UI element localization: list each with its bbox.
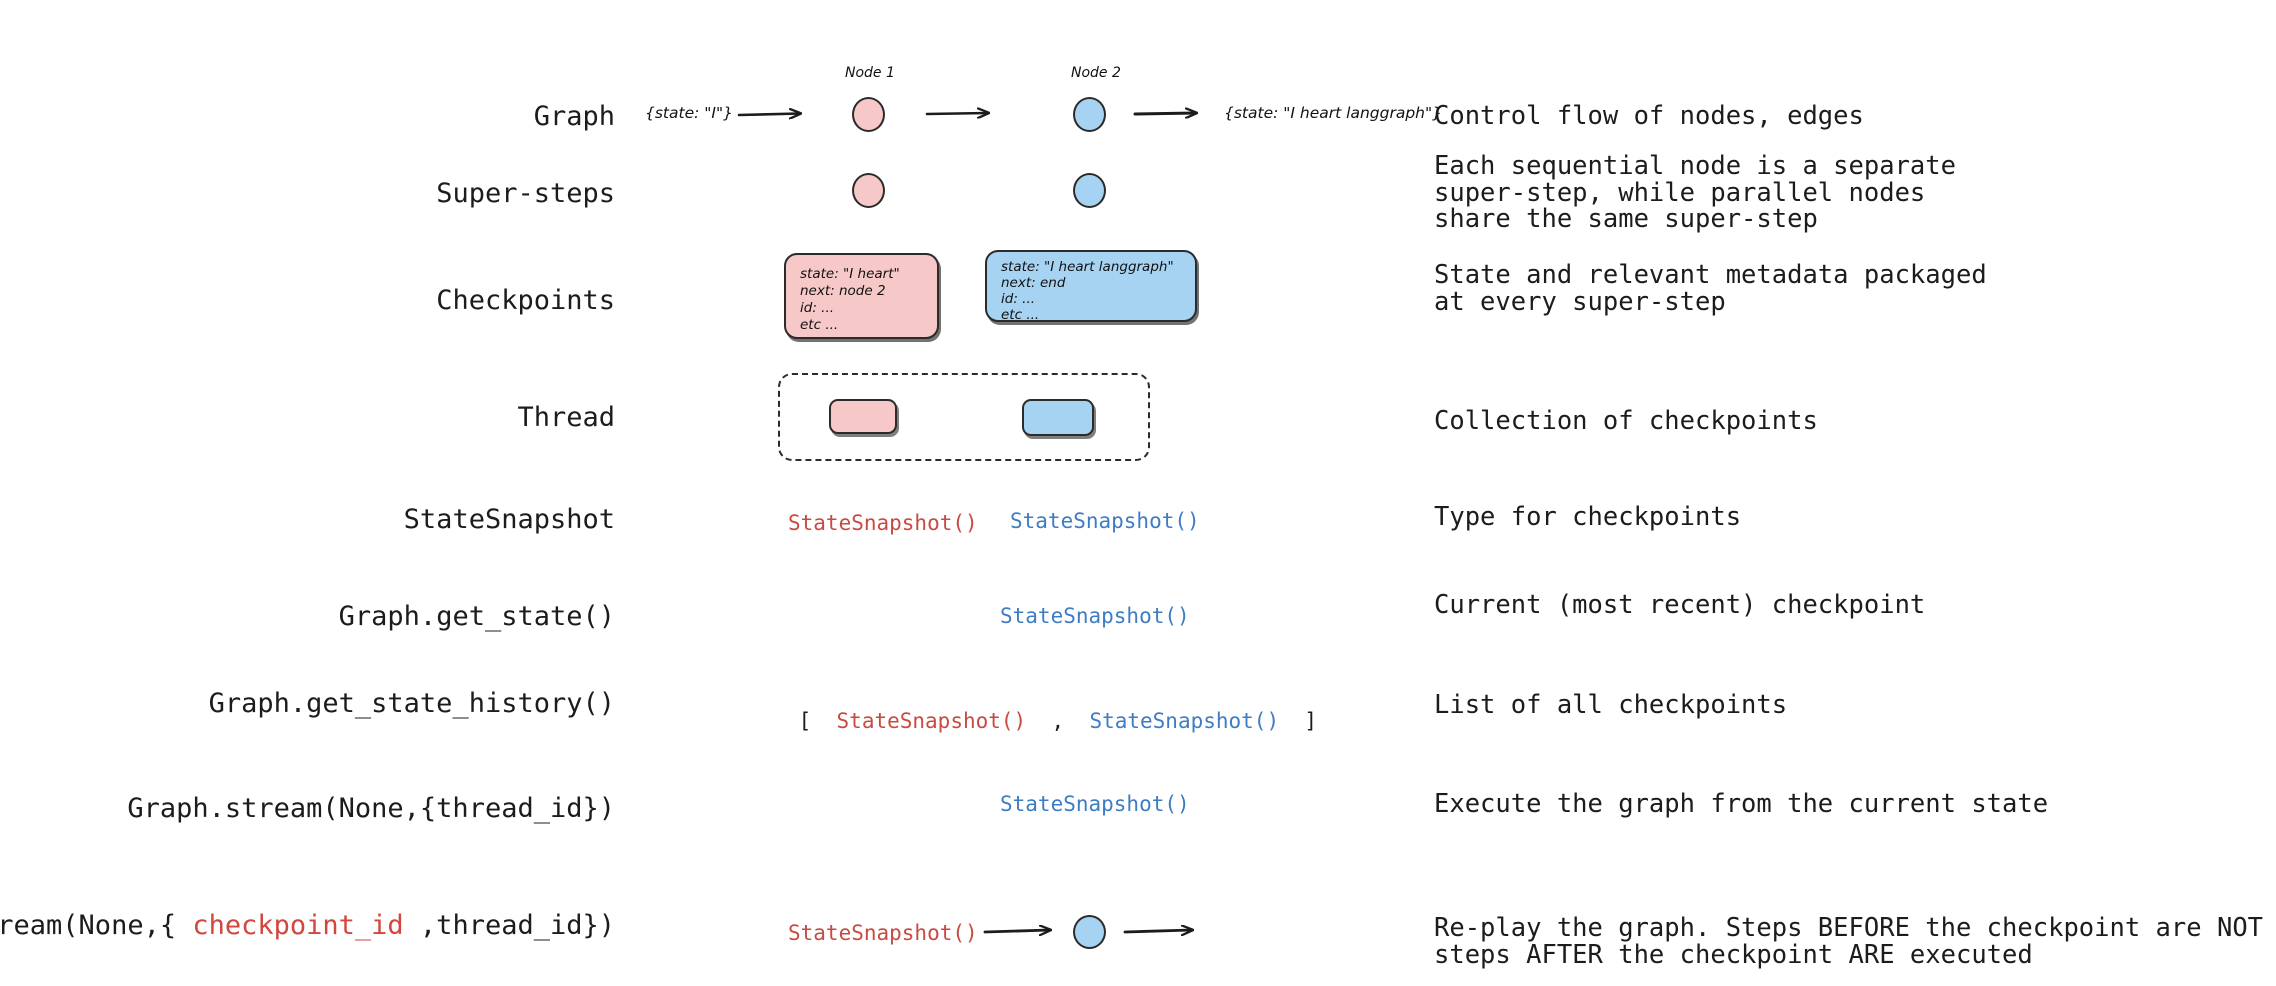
checkpoint-blue-line-4: etc ... xyxy=(1001,307,1040,323)
row-desc-get-state: Current (most recent) checkpoint xyxy=(1434,590,1926,620)
graph-node-1 xyxy=(852,97,885,132)
row-desc-graph: Control flow of nodes, edges xyxy=(1434,101,1864,131)
statesnapshot-list: [ StateSnapshot() , StateSnapshot() ] xyxy=(748,690,1317,753)
statesnapshot-token-red-1: StateSnapshot() xyxy=(788,511,978,535)
checkpoint-box-pink: state: "I heart" next: node 2 id: ... et… xyxy=(784,253,939,339)
thread-checkpoint-blue xyxy=(1022,399,1094,436)
graph-edge-1 xyxy=(737,114,800,116)
row-label-get-state: Graph.get_state() xyxy=(338,601,615,632)
replay-edge-2 xyxy=(1123,930,1192,932)
row-label-checkpoints: Checkpoints xyxy=(436,285,615,316)
statesnapshot-token-red-3: StateSnapshot() xyxy=(788,921,978,945)
replay-node-blue xyxy=(1073,915,1106,949)
row-label-get-state-history: Graph.get_state_history() xyxy=(208,688,615,719)
checkpoint-pink-line-3: id: ... xyxy=(800,300,835,316)
replay-edge-1 xyxy=(983,930,1050,932)
statesnapshot-token-blue-3: StateSnapshot() xyxy=(1089,709,1280,733)
row-label-statesnapshot: StateSnapshot xyxy=(403,504,615,535)
thread-checkpoint-pink xyxy=(829,399,897,434)
thread-container xyxy=(778,373,1150,461)
row-desc-statesnapshot: Type for checkpoints xyxy=(1434,502,1742,532)
bracket-close-icon: ] xyxy=(1304,709,1318,733)
graph-input-state: {state: "I"} xyxy=(645,104,733,122)
spacer-4 xyxy=(1279,709,1304,733)
node2-label: Node 2 xyxy=(1071,65,1121,81)
list-comma: , xyxy=(1051,709,1065,733)
statesnapshot-token-blue-2: StateSnapshot() xyxy=(1000,604,1190,628)
spacer-3 xyxy=(1064,709,1089,733)
graph-output-state: {state: "I heart langgraph"} xyxy=(1224,104,1442,122)
spacer-1 xyxy=(811,709,836,733)
row-desc-stream-thread: Execute the graph from the current state xyxy=(1434,789,2049,819)
checkpoint-box-blue: state: "I heart langgraph" next: end id:… xyxy=(985,250,1197,323)
graph-node-2 xyxy=(1073,97,1106,132)
checkpoint-blue-line-2: next: end xyxy=(1001,275,1066,291)
statesnapshot-token-blue-1: StateSnapshot() xyxy=(1010,509,1200,533)
stream-replay-prefix: Graph.stream(None,{ xyxy=(0,910,177,941)
row-label-stream-thread: Graph.stream(None,{thread_id}) xyxy=(127,793,615,824)
stream-replay-checkpoint-id: checkpoint_id xyxy=(192,910,404,941)
checkpoint-blue-line-3: id: ... xyxy=(1001,291,1036,307)
row-desc-get-state-history: List of all checkpoints xyxy=(1434,690,1788,720)
checkpoint-pink-line-4: etc ... xyxy=(800,317,839,333)
node1-label: Node 1 xyxy=(845,65,895,81)
row-label-stream-replay: Graph.stream(None,{ checkpoint_id ,threa… xyxy=(0,912,615,939)
checkpoint-blue-line-1: state: "I heart langgraph" xyxy=(1001,259,1174,275)
superstep-node-2 xyxy=(1073,173,1106,208)
row-desc-super-steps: Each sequential node is a separate super… xyxy=(1434,151,1956,234)
graph-edge-2 xyxy=(925,113,988,114)
spacer-2 xyxy=(1026,709,1051,733)
superstep-node-1 xyxy=(852,173,885,208)
row-desc-stream-replay: Re-play the graph. Steps BEFORE the chec… xyxy=(1434,913,2264,970)
bracket-open-icon: [ xyxy=(798,709,812,733)
row-desc-thread: Collection of checkpoints xyxy=(1434,406,1818,436)
checkpoint-pink-line-1: state: "I heart" xyxy=(800,266,900,282)
stream-replay-suffix: ,thread_id}) xyxy=(403,910,615,941)
row-label-graph: Graph xyxy=(533,101,615,132)
row-label-thread: Thread xyxy=(517,402,615,433)
checkpoint-pink-line-2: next: node 2 xyxy=(800,283,886,299)
row-desc-checkpoints: State and relevant metadata packaged at … xyxy=(1434,260,1987,317)
graph-edge-3 xyxy=(1133,113,1196,114)
statesnapshot-token-blue-4: StateSnapshot() xyxy=(1000,792,1190,816)
statesnapshot-token-red-2: StateSnapshot() xyxy=(836,709,1027,733)
row-label-super-steps: Super-steps xyxy=(436,178,615,209)
